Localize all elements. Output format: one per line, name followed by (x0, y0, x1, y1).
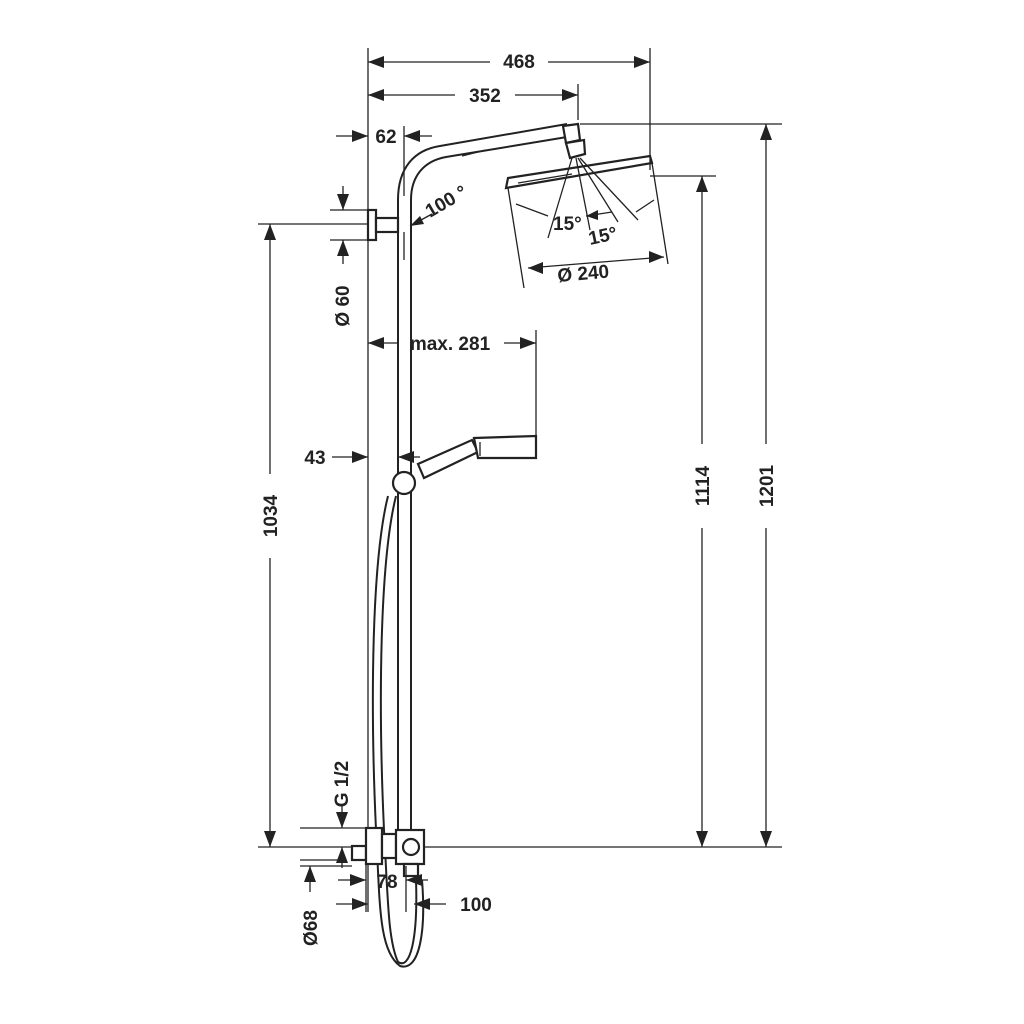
dim-thread (300, 806, 366, 868)
shower-hose (371, 495, 425, 968)
dim-352 (368, 84, 579, 120)
dim-diameter-68 (300, 859, 352, 892)
label-head-tilt-left: 15° (553, 214, 582, 235)
dim-62 (336, 126, 432, 196)
label-thermostat-depth: 78 (376, 872, 397, 893)
dim-diameter-60 (330, 186, 368, 264)
label-head-diameter: Ø 240 (557, 262, 610, 287)
wall-bracket (366, 208, 400, 242)
dim-diameter-240 (528, 251, 664, 274)
label-pipe-offset: 43 (304, 448, 325, 469)
riser-pipe (397, 200, 412, 830)
dim-1034 (258, 223, 368, 847)
spray-angle-lines (507, 157, 669, 289)
label-hand-shower-reach: max. 281 (410, 334, 491, 355)
label-head-offset: 352 (469, 86, 501, 107)
dim-468 (368, 48, 651, 170)
label-bracket-height: 1034 (261, 494, 282, 537)
label-arm-offset: 62 (375, 127, 396, 148)
label-bracket-diameter: Ø 60 (333, 285, 354, 326)
label-head-height: 1114 (693, 465, 714, 506)
dim-43 (332, 451, 420, 463)
label-total-height: 1201 (757, 464, 778, 507)
label-escutcheon-diameter: Ø68 (301, 910, 322, 946)
dim-1201 (580, 123, 782, 847)
label-thermostat-center: 100 (460, 895, 492, 916)
dim-angle-100 (409, 213, 433, 227)
dim-1114 (650, 175, 716, 847)
thermostat-mixer (350, 826, 426, 878)
hand-shower (391, 434, 538, 496)
dim-max-281 (368, 330, 537, 436)
label-arm-angle: 100 ° (422, 182, 471, 222)
overhead-shower (504, 122, 654, 190)
label-thread-size: G 1/2 (332, 761, 353, 807)
shower-arm (397, 123, 568, 201)
dim-100 (336, 898, 446, 910)
dim-angle-15 (585, 210, 613, 220)
label-head-tilt-right: 15° (587, 223, 619, 250)
dim-78 (338, 862, 428, 912)
label-overall-width: 468 (503, 52, 535, 73)
